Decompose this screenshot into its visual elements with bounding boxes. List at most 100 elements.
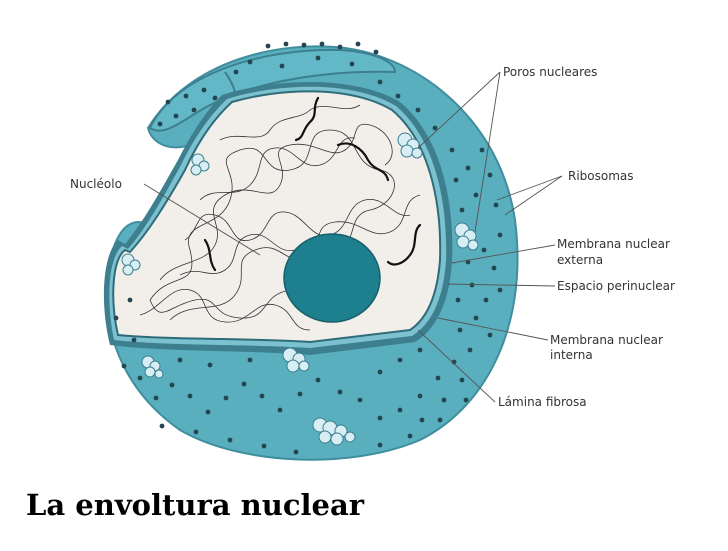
ribosome-dot <box>153 395 159 401</box>
ribosome-dot <box>247 357 253 363</box>
ribosome-dot <box>479 147 485 153</box>
ribosome-dot <box>497 232 503 238</box>
leader-lines <box>143 71 563 403</box>
ribosome-dot <box>113 315 119 321</box>
ribosome-dot <box>277 407 283 413</box>
ribosome-dot <box>397 407 403 413</box>
ribosome-dot <box>449 147 455 153</box>
ribosome-dot <box>459 207 465 213</box>
ribosome-dot <box>127 297 133 303</box>
ribosome-dot <box>169 382 175 388</box>
heterochromatin <box>203 96 422 272</box>
ribosome-dot <box>187 393 193 399</box>
ribosome-dot <box>205 409 211 415</box>
nucleolus <box>283 233 381 323</box>
ribosome-dot <box>337 44 343 50</box>
ribosome-dot <box>415 107 421 113</box>
ribosome-dot <box>467 347 473 353</box>
ribosome-dot <box>191 107 197 113</box>
ribosome-dot <box>201 87 207 93</box>
nuclear-pores <box>121 132 479 446</box>
ribosome-dot <box>137 375 143 381</box>
ribosome-dot <box>349 61 355 67</box>
ribosome-dot <box>465 165 471 171</box>
ribosome-dot <box>377 442 383 448</box>
ribosome-dot <box>417 347 423 353</box>
ribosome-dot <box>157 121 163 127</box>
label-espacio: Espacio perinuclear <box>557 279 675 293</box>
ribosome-dot <box>247 59 253 65</box>
ribosome-dot <box>301 42 307 48</box>
ribosome-dot <box>131 337 137 343</box>
ribosome-dot <box>441 397 447 403</box>
ribosome-dot <box>319 41 325 47</box>
ribosome-dot <box>233 69 239 75</box>
ribosome-dot <box>397 357 403 363</box>
ribosome-dot <box>459 377 465 383</box>
label-lamina: Lámina fibrosa <box>498 395 587 409</box>
ribosome-dot <box>377 415 383 421</box>
ribosome-dot <box>481 247 487 253</box>
ribosome-dot <box>261 443 267 449</box>
ribosome-dot <box>355 41 361 47</box>
ribosome-dot <box>223 395 229 401</box>
ribosome-dot <box>283 41 289 47</box>
ribosome-dot <box>183 93 189 99</box>
ribosome-dot <box>315 377 321 383</box>
ribosome-dot <box>417 393 423 399</box>
ribosome-dot <box>377 369 383 375</box>
ribosome-dot <box>207 362 213 368</box>
ribosome-dot <box>437 417 443 423</box>
ribosome-dot <box>193 429 199 435</box>
ribosome-dot <box>357 397 363 403</box>
page-title: La envoltura nuclear <box>26 488 365 522</box>
label-poros: Poros nucleares <box>503 65 597 79</box>
ribosome-dot <box>227 437 233 443</box>
label-nucleolo: Nucléolo <box>70 177 122 191</box>
label-membrana-externa-2: externa <box>557 253 603 267</box>
ribosome-dot <box>212 95 218 101</box>
ribosome-dot <box>487 172 493 178</box>
ribosome-dot <box>159 423 165 429</box>
ribosome-dot <box>407 433 413 439</box>
ribosome-dot <box>451 359 457 365</box>
label-ribosomas: Ribosomas <box>568 169 634 183</box>
ribosome-dot <box>463 397 469 403</box>
ribosome-dot <box>419 417 425 423</box>
label-membrana-interna-2: interna <box>550 348 593 362</box>
ribosome-dot <box>279 63 285 69</box>
ribosome-dot <box>453 177 459 183</box>
ribosome-dot <box>473 192 479 198</box>
ribosome-dot <box>265 43 271 49</box>
ribosome-dot <box>177 357 183 363</box>
ribosome-dot <box>315 55 321 61</box>
ribosome-dot <box>432 125 438 131</box>
ribosomes <box>113 41 503 455</box>
ribosome-dot <box>493 202 499 208</box>
ribosome-dot <box>483 297 489 303</box>
ribosome-dot <box>455 297 461 303</box>
ribosome-dot <box>259 393 265 399</box>
ribosome-dot <box>165 99 171 105</box>
ribosome-dot <box>377 79 383 85</box>
ribosome-dot <box>487 332 493 338</box>
ribosome-dot <box>293 449 299 455</box>
label-membrana-externa-1: Membrana nuclear <box>557 237 670 251</box>
ribosome-dot <box>173 113 179 119</box>
ribosome-dot <box>241 381 247 387</box>
ribosome-dot <box>491 265 497 271</box>
ribosome-dot <box>435 375 441 381</box>
ribosome-dot <box>373 49 379 55</box>
ribosome-dot <box>473 315 479 321</box>
ribosome-dot <box>297 391 303 397</box>
ribosome-dot <box>395 93 401 99</box>
ribosome-dot <box>121 363 127 369</box>
ribosome-dot <box>469 282 475 288</box>
upper-lobe <box>148 48 397 132</box>
label-membrana-interna-1: Membrana nuclear <box>550 333 663 347</box>
ribosome-dot <box>337 389 343 395</box>
ribosome-dot <box>497 287 503 293</box>
ribosome-dot <box>457 327 463 333</box>
